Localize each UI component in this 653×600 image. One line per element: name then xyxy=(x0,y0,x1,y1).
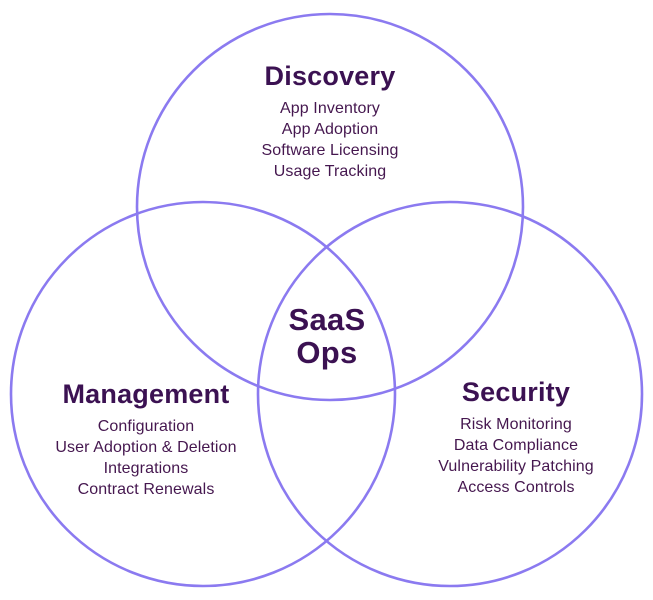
center-label-saas-ops: SaaS Ops xyxy=(251,303,403,369)
list-item: User Adoption & Deletion xyxy=(55,439,237,456)
list-item: Software Licensing xyxy=(261,142,399,159)
list-item: App Inventory xyxy=(279,100,381,117)
center-label-line2: Ops xyxy=(296,335,358,370)
list-item: Integrations xyxy=(103,460,189,477)
discovery-circle xyxy=(135,12,525,402)
list-item: Contract Renewals xyxy=(77,481,215,498)
list-item: Data Compliance xyxy=(453,437,579,454)
list-item: App Adoption xyxy=(281,121,379,138)
management-title: Management xyxy=(62,379,230,409)
security-circle xyxy=(256,200,644,588)
section-discovery: Discovery App Inventory App Adoption Sof… xyxy=(140,61,520,182)
section-management: Management Configuration User Adoption &… xyxy=(0,379,292,500)
list-item: Vulnerability Patching xyxy=(438,458,594,475)
center-label-line1: SaaS xyxy=(288,302,366,337)
list-item: Access Controls xyxy=(457,479,575,496)
list-item: Risk Monitoring xyxy=(460,416,572,433)
management-circle xyxy=(9,200,397,588)
list-item: Configuration xyxy=(97,418,195,435)
section-security: Security Risk Monitoring Data Compliance… xyxy=(370,377,653,498)
list-item: Usage Tracking xyxy=(273,163,387,180)
discovery-title: Discovery xyxy=(264,61,396,91)
security-title: Security xyxy=(461,377,571,407)
